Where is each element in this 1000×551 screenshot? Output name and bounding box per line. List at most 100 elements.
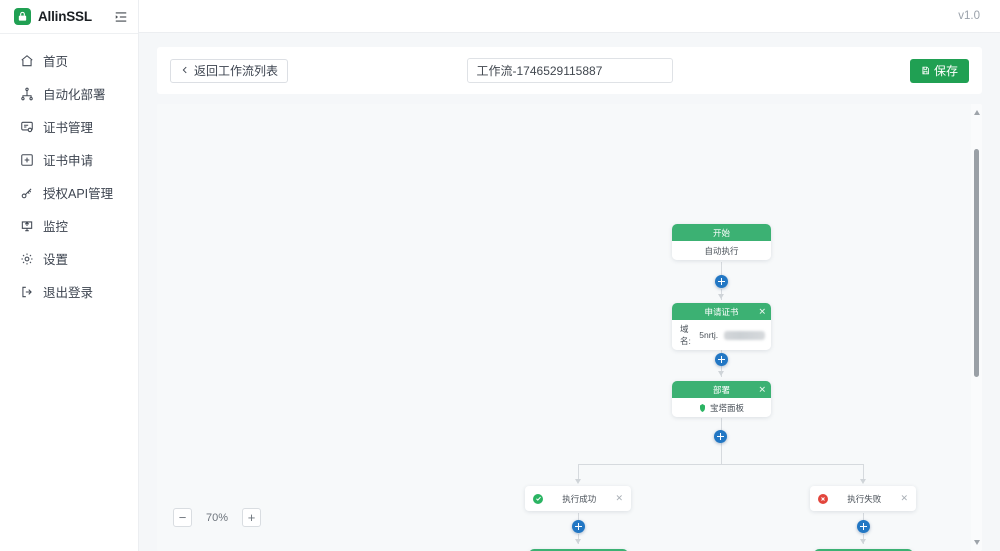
save-icon — [921, 64, 930, 78]
node-title: 部署 — [712, 384, 730, 395]
connector-arrow — [717, 371, 724, 376]
brand-name: AllinSSL — [38, 9, 92, 24]
add-node-button-success-branch[interactable] — [572, 520, 585, 533]
sidebar-item-home[interactable]: 首页 — [0, 44, 138, 77]
sidebar-item-auto-deploy[interactable]: 自动化部署 — [0, 77, 138, 110]
node-body: 宝塔面板 — [672, 398, 771, 417]
sidebar-item-label: 证书管理 — [43, 121, 94, 135]
save-button-label: 保存 — [933, 64, 958, 78]
workflow-name-wrapper — [158, 58, 981, 83]
sidebar-item-monitor[interactable]: 监控 — [0, 209, 138, 242]
content-area: 返回工作流列表 保存 — [139, 33, 1000, 551]
connector-arrow — [859, 539, 866, 544]
redacted-domain — [724, 330, 765, 340]
check-circle-icon — [533, 493, 543, 504]
scrollbar-thumb[interactable] — [974, 149, 979, 377]
plus-square-icon — [20, 153, 34, 167]
sidebar-item-label: 自动化部署 — [43, 88, 106, 102]
zoom-level-label: 70% — [205, 511, 229, 524]
branch-condition-failed[interactable]: 执行失败 ✕ — [810, 486, 916, 511]
node-notify-success[interactable]: 通知 ✕ mail — [529, 549, 628, 551]
node-header: 开始 — [672, 224, 771, 241]
sidebar-header: AllinSSL — [0, 0, 138, 34]
gear-icon — [20, 252, 34, 266]
workflow-toolbar: 返回工作流列表 保存 — [157, 47, 982, 94]
branch-condition-success[interactable]: 执行成功 ✕ — [525, 486, 631, 511]
node-header: 通知 ✕ — [529, 549, 628, 551]
back-button-label: 返回工作流列表 — [194, 64, 279, 78]
connector-line — [721, 443, 722, 465]
workflow-graph: 开始 自动执行 申请证书 ✕ 域名: 5nrtj. — [157, 104, 982, 551]
node-start[interactable]: 开始 自动执行 — [672, 224, 771, 260]
branch-split-line — [578, 464, 864, 465]
sidebar-item-label: 退出登录 — [43, 286, 94, 300]
zoom-in-button[interactable]: + — [242, 508, 261, 527]
zoom-out-button[interactable]: − — [173, 508, 192, 527]
sidebar-item-label: 证书申请 — [43, 154, 94, 168]
app-version: v1.0 — [958, 10, 980, 22]
logout-icon — [20, 285, 34, 299]
sidebar-item-label: 监控 — [43, 220, 69, 234]
sidebar-item-label: 首页 — [43, 55, 69, 69]
sidebar-item-cert-apply[interactable]: 证书申请 — [0, 143, 138, 176]
branch-label: 执行成功 — [562, 493, 597, 504]
sidebar-item-logout[interactable]: 退出登录 — [0, 275, 138, 308]
sidebar-item-cert-manage[interactable]: 证书管理 — [0, 110, 138, 143]
key-icon — [20, 186, 34, 200]
close-icon[interactable]: ✕ — [758, 384, 766, 394]
sitemap-icon — [20, 87, 34, 101]
node-apply-certificate[interactable]: 申请证书 ✕ 域名: 5nrtj. — [672, 303, 771, 350]
add-node-button-after-start[interactable] — [715, 275, 728, 288]
connector-line — [578, 513, 579, 521]
close-icon[interactable]: ✕ — [758, 306, 766, 316]
main-area: v1.0 返回工作流列表 — [139, 0, 1000, 551]
baota-icon — [699, 403, 706, 412]
close-icon[interactable]: ✕ — [615, 493, 623, 503]
close-icon[interactable]: ✕ — [900, 493, 908, 503]
node-body-text: 宝塔面板 — [709, 402, 744, 413]
add-node-button-failed-branch[interactable] — [857, 520, 870, 533]
add-node-button-after-certificate[interactable] — [715, 353, 728, 366]
back-to-workflow-list-button[interactable]: 返回工作流列表 — [170, 58, 289, 83]
certificate-icon — [20, 120, 34, 134]
connector-arrow — [717, 294, 724, 299]
connector-arrow — [574, 539, 581, 544]
scroll-up-arrow-icon[interactable] — [973, 110, 980, 115]
node-notify-failed[interactable]: 通知 ✕ mail — [814, 549, 913, 551]
node-body: 自动执行 — [672, 241, 771, 260]
add-node-button-after-deploy[interactable] — [714, 430, 727, 443]
node-header: 申请证书 ✕ — [672, 303, 771, 320]
sidebar-item-settings[interactable]: 设置 — [0, 242, 138, 275]
node-title: 申请证书 — [704, 306, 739, 317]
workflow-canvas[interactable]: 开始 自动执行 申请证书 ✕ 域名: 5nrtj. — [157, 104, 982, 551]
scroll-down-arrow-icon[interactable] — [973, 540, 980, 545]
node-title: 开始 — [712, 227, 730, 238]
node-header: 部署 ✕ — [672, 381, 771, 398]
connector-line — [721, 418, 722, 430]
connector-line — [863, 464, 864, 481]
node-header: 通知 ✕ — [814, 549, 913, 551]
connector-line — [863, 513, 864, 521]
monitor-icon — [20, 219, 34, 233]
lock-icon — [14, 8, 31, 25]
arrow-left-icon — [180, 64, 190, 78]
branch-label: 执行失败 — [847, 493, 882, 504]
connector-arrow — [574, 479, 581, 484]
node-body-value: 5nrtj. — [699, 330, 719, 340]
zoom-controls: − 70% + — [173, 508, 261, 527]
connector-arrow — [859, 479, 866, 484]
connector-line — [578, 464, 579, 481]
sidebar-nav: 首页 自动化部署 证书管理 — [0, 34, 138, 308]
workflow-name-input[interactable] — [466, 58, 673, 83]
menu-collapse-icon[interactable] — [114, 10, 128, 24]
sidebar: AllinSSL 首页 — [0, 0, 139, 551]
save-button[interactable]: 保存 — [909, 58, 969, 83]
node-deploy[interactable]: 部署 ✕ 宝塔面板 — [672, 381, 771, 417]
node-body-prefix: 域名: — [680, 324, 691, 346]
times-circle-icon — [818, 493, 828, 504]
canvas-scrollbar[interactable] — [971, 104, 982, 551]
home-icon — [20, 54, 34, 68]
sidebar-item-api-manage[interactable]: 授权API管理 — [0, 176, 138, 209]
connector-line — [721, 262, 722, 278]
